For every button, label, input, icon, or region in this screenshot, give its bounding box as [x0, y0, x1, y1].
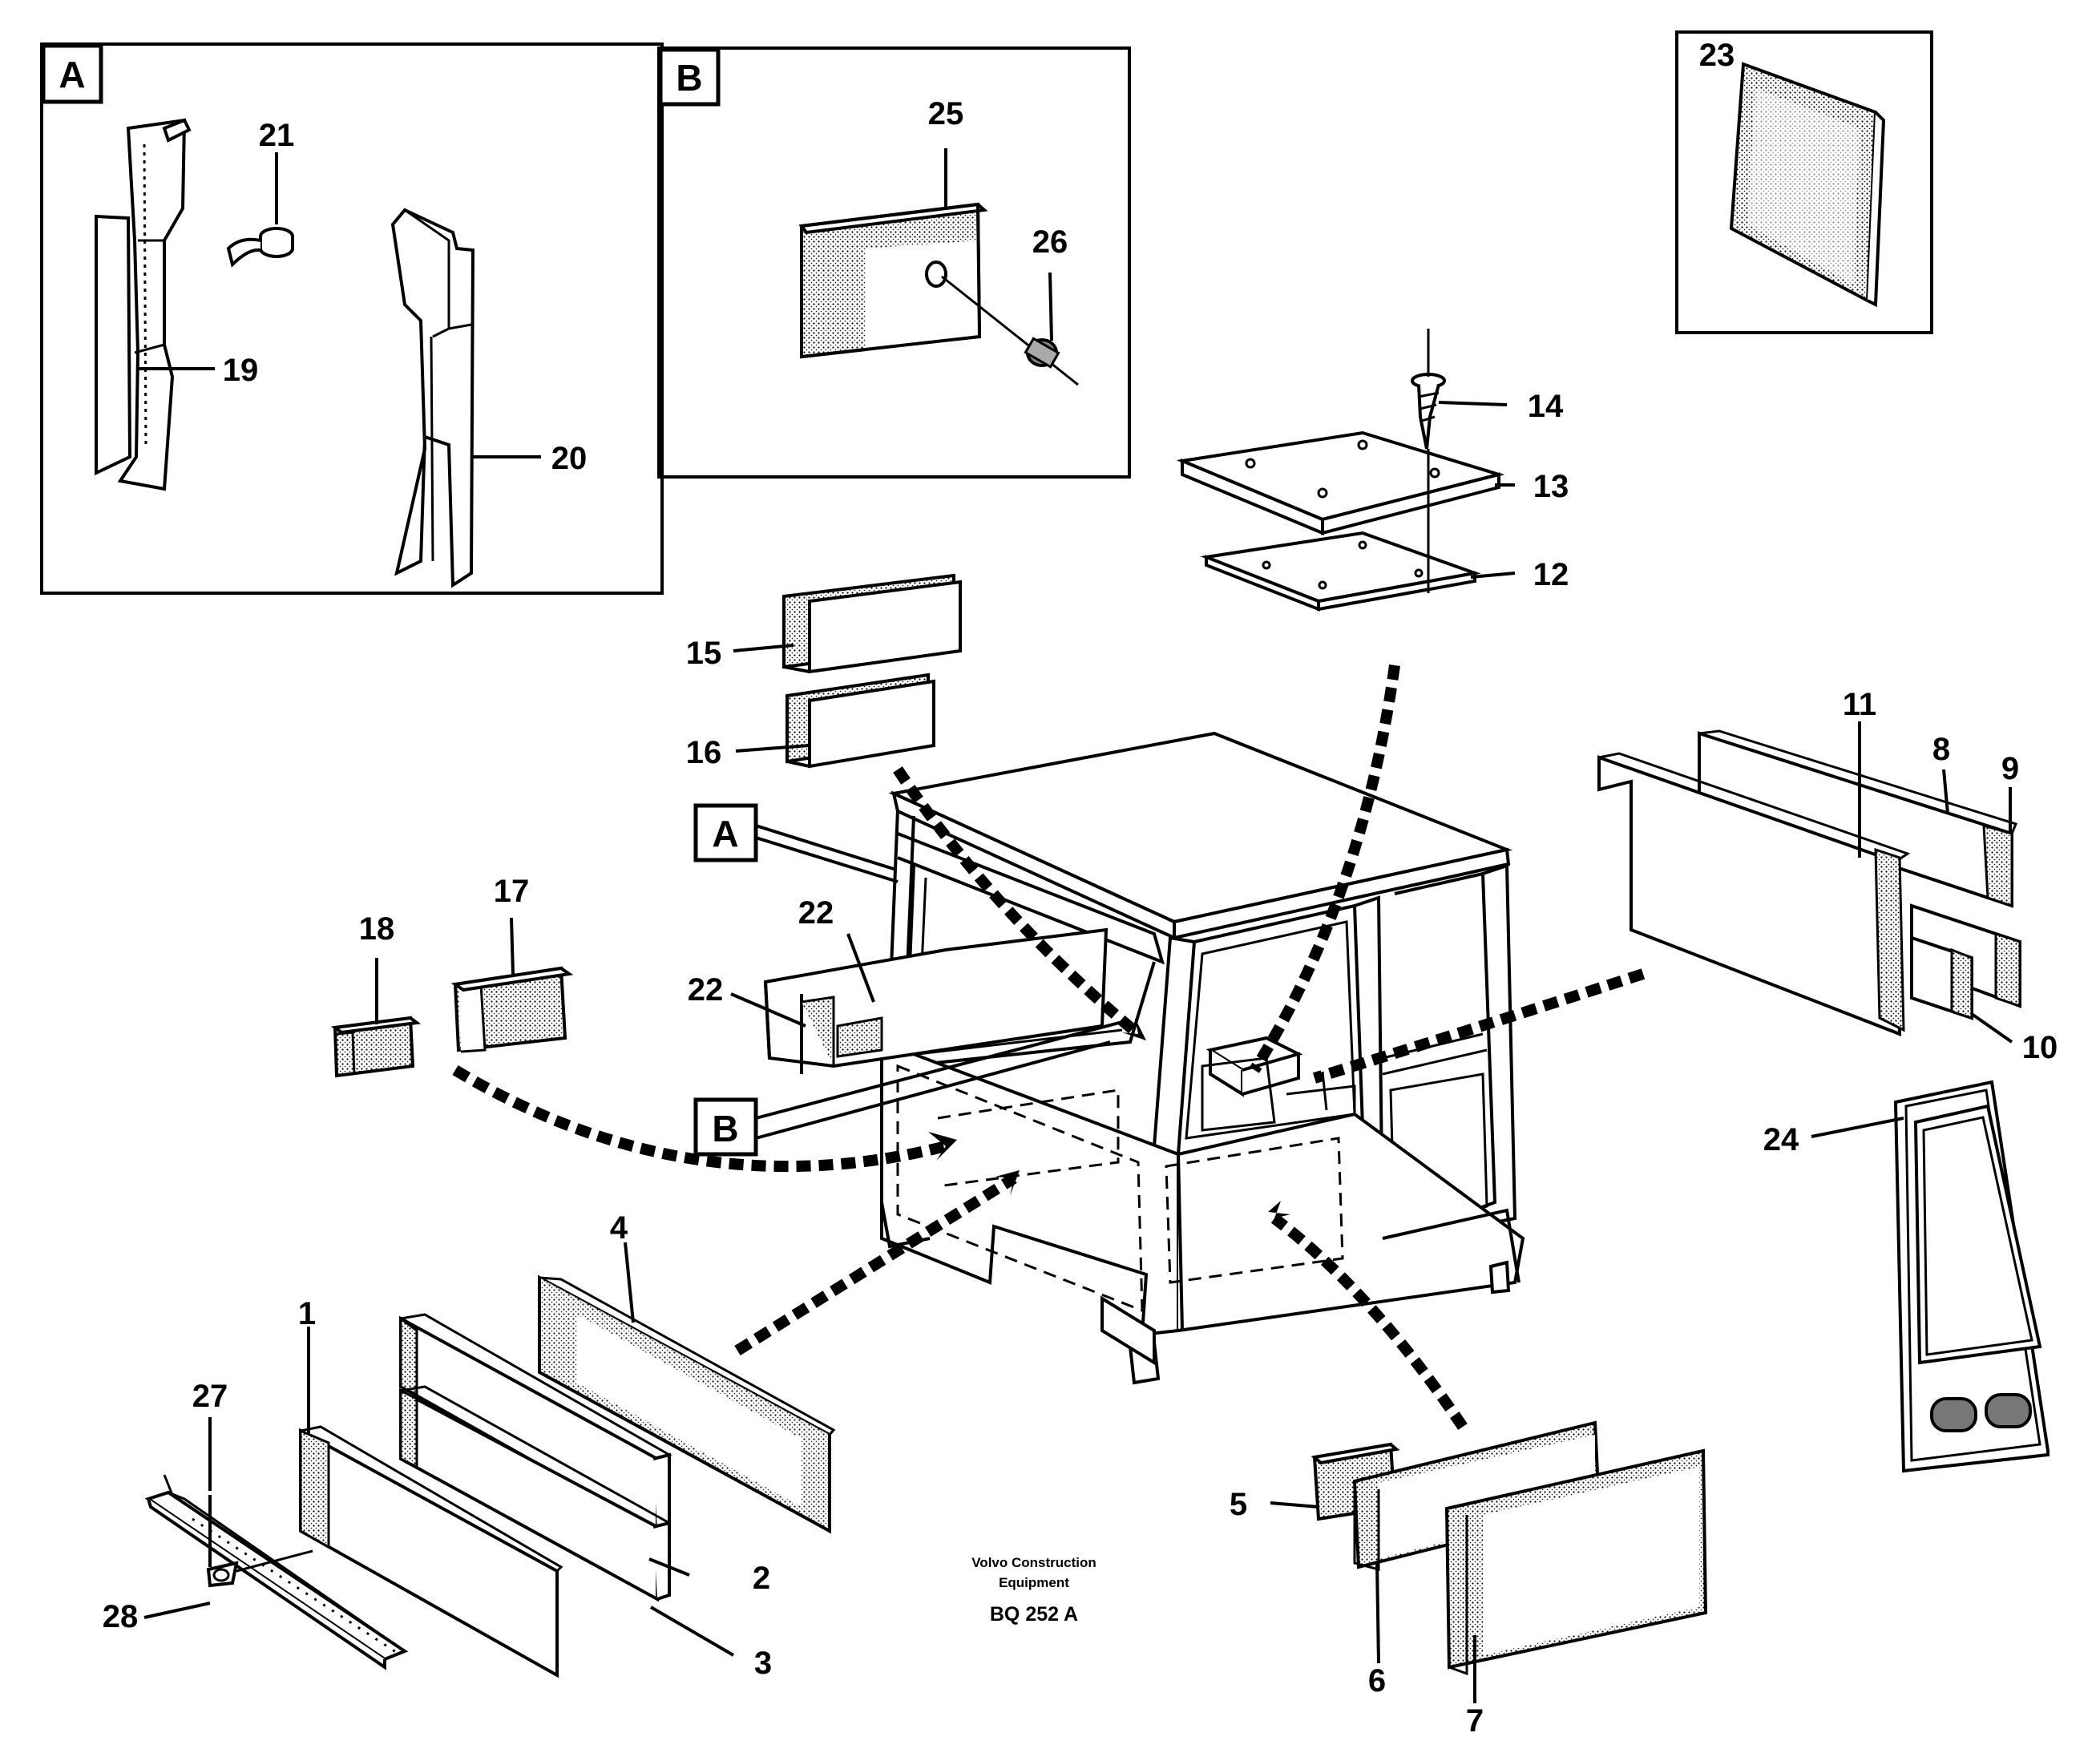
callout-b-badge: [693, 1097, 758, 1157]
callout-b-letter: B: [712, 1108, 738, 1149]
part-labels: 1 2 3 4 5 6 7 8 9 10 11 12 13 14 15 16 1…: [103, 38, 2058, 1739]
door-24: [1893, 1080, 2050, 1473]
inset-23-frame: [1675, 30, 1933, 334]
label-2: 2: [753, 1561, 770, 1596]
label-16: 16: [686, 735, 722, 770]
panel-18: [330, 1016, 422, 1078]
label-8: 8: [1932, 732, 1950, 767]
nut-28: [206, 1561, 239, 1588]
cab-body: [763, 731, 1525, 1385]
plate-25: [798, 202, 988, 359]
label-13: 13: [1533, 469, 1569, 504]
panel-13-top: [1176, 430, 1505, 522]
panel-12: [1200, 531, 1481, 604]
label-21: 21: [259, 118, 295, 153]
inset-b-letter: B: [676, 57, 702, 99]
label-28: 28: [103, 1599, 139, 1634]
label-24: 24: [1763, 1122, 1799, 1157]
label-27: 27: [192, 1379, 228, 1414]
clip-21: [226, 227, 294, 268]
inset-a: A: [40, 42, 664, 595]
vent-left: [1930, 1397, 1977, 1432]
label-25: 25: [928, 96, 964, 131]
main-callouts: A B: [693, 803, 1123, 1157]
front-panels: [1310, 1420, 1708, 1676]
leader-lines: [136, 148, 2013, 1703]
label-15: 15: [686, 636, 722, 671]
label-22-lower: 22: [688, 972, 724, 1008]
side-panels-right: [1597, 729, 2021, 1036]
assembly-arrows: [452, 664, 1646, 1430]
reference-code: BQ 252 A: [990, 1603, 1078, 1626]
vent-right: [1985, 1393, 2032, 1428]
label-12: 12: [1533, 557, 1569, 592]
roof-panels: [1176, 329, 1505, 612]
label-10: 10: [2022, 1030, 2058, 1065]
callout-a-badge: [693, 803, 758, 862]
pillar-20: [390, 208, 475, 588]
nut-26: [941, 275, 1079, 386]
inset-a-badge: [41, 43, 103, 104]
label-22-upper: 22: [798, 895, 834, 931]
label-5: 5: [1230, 1487, 1247, 1522]
panel-16: [785, 673, 935, 769]
footer: Volvo Construction Equipment BQ 252 A: [971, 1555, 1096, 1626]
label-11: 11: [1843, 687, 1876, 722]
inset-b-badge: [658, 47, 721, 107]
label-7: 7: [1466, 1703, 1484, 1739]
label-23: 23: [1699, 38, 1735, 73]
label-9: 9: [2001, 751, 2019, 786]
label-14: 14: [1528, 389, 1564, 424]
inset-b: B: [657, 46, 1131, 479]
label-20: 20: [551, 441, 588, 476]
callout-a-letter: A: [712, 813, 738, 854]
label-18: 18: [359, 911, 395, 947]
panel-17: [450, 966, 574, 1053]
panel-15: [782, 573, 962, 674]
label-3: 3: [754, 1646, 772, 1681]
label-19: 19: [223, 353, 259, 388]
inset-23: [1675, 30, 1933, 334]
company-line-2: Equipment: [999, 1575, 1069, 1590]
floor-panels: [144, 1274, 836, 1678]
label-26: 26: [1032, 224, 1068, 260]
label-6: 6: [1368, 1663, 1386, 1698]
label-17: 17: [494, 874, 530, 909]
inset-b-frame: [657, 46, 1131, 479]
label-4: 4: [610, 1210, 628, 1246]
company-line-1: Volvo Construction: [971, 1555, 1096, 1570]
pillar-19: [95, 118, 192, 491]
inset-a-letter: A: [59, 54, 85, 95]
inset-a-frame: [40, 42, 664, 595]
screw-14: [1411, 329, 1446, 593]
label-1: 1: [298, 1296, 316, 1331]
